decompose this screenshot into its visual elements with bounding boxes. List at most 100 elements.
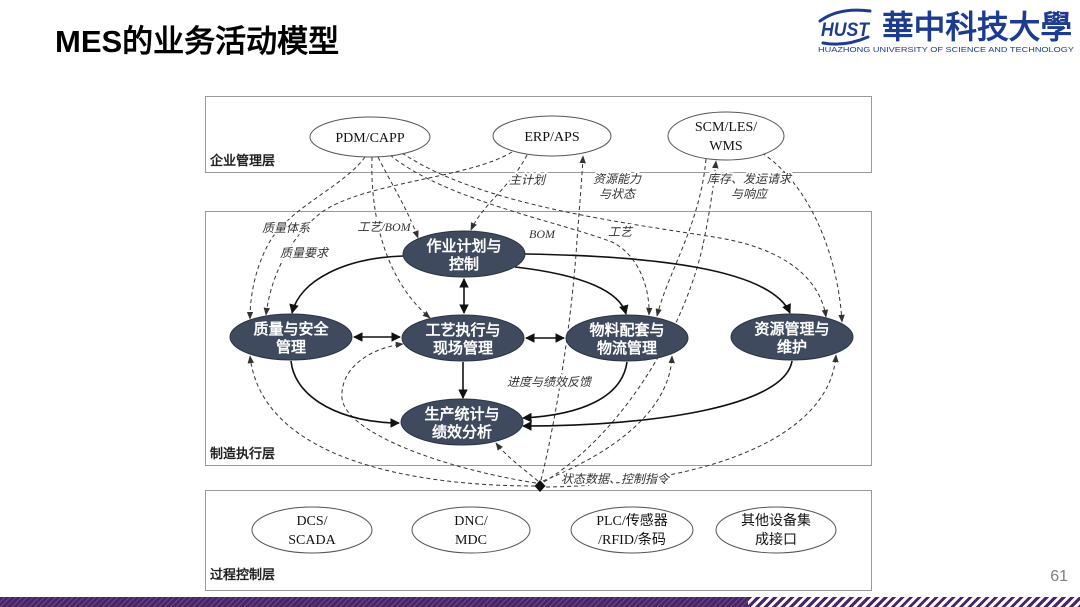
activity-node-label-line2: 管理 <box>276 338 306 356</box>
activity-node-statistics-performance: 生产统计与 绩效分析 <box>400 398 524 446</box>
flow-label-process-bom: 工艺/BOM <box>357 220 411 234</box>
system-node-erp-aps: ERP/APS <box>492 115 612 157</box>
system-node-other-device-interface: 其他设备集 成接口 <box>715 506 837 554</box>
emblem-swoosh-top <box>818 8 872 23</box>
activity-node-label-line2: 维护 <box>777 338 807 356</box>
flow-label-bom: BOM <box>529 227 556 241</box>
flow-label-progress-feedback: 进度与绩效反馈 <box>507 375 593 389</box>
flow-junction-to-quality <box>247 355 536 487</box>
flow-erp-quality-requirements <box>263 151 513 316</box>
flow-erp-master-plan <box>470 154 528 231</box>
activity-node-shape <box>730 313 854 361</box>
flow-pdm-process-bom <box>377 156 419 239</box>
activity-node-label-line1: 资源管理与 <box>754 320 829 338</box>
page-number: 61 <box>1050 568 1068 585</box>
activity-node-label-line2: 现场管理 <box>433 339 493 357</box>
junction-diamond <box>534 480 546 492</box>
activity-node-material-logistics: 物料配套与 物流管理 <box>565 314 689 362</box>
system-node-shape <box>492 115 612 157</box>
flow-label-quality-system: 质量体系 <box>262 221 311 235</box>
arrow-quality-to-statistics <box>290 360 400 428</box>
flow-pdm-bom-to-material <box>389 154 653 316</box>
system-node-label-line1: 其他设备集 <box>741 512 811 529</box>
footer-band-solid <box>0 597 748 607</box>
activity-node-label-line2: 控制 <box>449 255 479 273</box>
activity-node-quality-safety: 质量与安全 管理 <box>229 313 353 361</box>
flow-label-quality-requirements: 质量要求 <box>280 246 330 260</box>
arrow-plan-to-quality <box>289 255 404 314</box>
activity-node-label-line2: 绩效分析 <box>432 423 492 441</box>
flow-label-resource-capacity-line2: 与状态 <box>599 187 637 201</box>
enterprise-layer-frame <box>205 96 872 173</box>
execution-layer-frame <box>205 211 872 466</box>
system-node-label-line2: SCADA <box>288 533 336 548</box>
system-node-label-line1: PLC/传感器 <box>596 512 668 529</box>
university-logo: HUST 華中科技大學 HUAZHONG UNIVERSITY OF SCIEN… <box>818 8 1074 54</box>
university-english-name: HUAZHONG UNIVERSITY OF SCIENCE AND TECHN… <box>818 45 1074 54</box>
arrow-material-to-statistics <box>522 361 628 423</box>
flow-pdm-to-process-execution <box>371 156 431 319</box>
flow-label-process: 工艺 <box>608 225 634 239</box>
system-node-label-line1: DNC/ <box>454 514 488 529</box>
flow-label-master-plan: 主计划 <box>509 173 547 187</box>
flow-label-inventory-shipping-line1: 库存、发运请求 <box>707 172 793 186</box>
system-node-shape <box>309 116 431 158</box>
footer-band <box>0 597 1080 607</box>
control-layer-frame <box>205 490 872 591</box>
system-node-label-line1: DCS/ <box>296 514 327 529</box>
activity-node-resource-maintenance: 资源管理与 维护 <box>730 313 854 361</box>
activity-node-shape <box>229 313 353 361</box>
flow-scm-to-resource <box>761 152 845 323</box>
system-node-label-line2: MDC <box>455 533 487 548</box>
activity-node-shape <box>400 398 524 446</box>
flow-label-inventory-shipping-line2: 与响应 <box>731 187 769 201</box>
system-node-label: PDM/CAPP <box>335 131 404 146</box>
system-node-dcs-scada: DCS/ SCADA <box>251 506 373 554</box>
flow-pdm-process-to-resource <box>401 152 829 318</box>
system-node-label-line2: WMS <box>709 139 742 154</box>
flow-pdm-quality-system <box>246 156 366 320</box>
hust-emblem-icon: HUST <box>818 8 872 46</box>
system-node-shape <box>715 506 837 554</box>
system-node-shape <box>570 506 694 554</box>
flow-label-status-control: 状态数据、控制指令 <box>561 472 671 486</box>
system-node-label-line1: SCM/LES/ <box>695 120 757 135</box>
system-node-label: ERP/APS <box>524 130 579 145</box>
activity-node-shape <box>565 314 689 362</box>
university-chinese-name: 華中科技大學 <box>882 8 1072 46</box>
footer-band-hatched <box>748 597 1080 607</box>
enterprise-layer-label: 企业管理层 <box>209 153 275 168</box>
execution-layer-label: 制造执行层 <box>210 446 275 461</box>
activity-node-shape <box>402 230 526 278</box>
system-node-label-line2: /RFID/条码 <box>598 531 666 548</box>
system-node-plc-sensor-rfid: PLC/传感器 /RFID/条码 <box>570 506 694 554</box>
emblem-letters: HUST <box>821 20 870 41</box>
control-layer-label: 过程控制层 <box>210 567 275 582</box>
flow-junction-to-statistics <box>495 442 539 482</box>
flow-junction-to-process <box>341 341 537 484</box>
emblem-swoosh-bottom <box>821 35 870 46</box>
activity-node-planning-control: 作业计划与 控制 <box>402 230 526 278</box>
arrow-plan-to-resource <box>524 253 791 314</box>
activity-node-label-line1: 工艺执行与 <box>425 321 500 339</box>
activity-node-label-line1: 质量与安全 <box>253 320 329 338</box>
activity-node-label-line1: 生产统计与 <box>424 405 499 423</box>
activity-node-process-execution: 工艺执行与 现场管理 <box>401 314 525 362</box>
system-node-shape <box>411 506 531 554</box>
arrow-resource-to-statistics <box>522 360 793 431</box>
flow-junction-to-material <box>542 355 675 482</box>
system-node-scm-les-wms: SCM/LES/ WMS <box>667 111 785 161</box>
system-node-dnc-mdc: DNC/ MDC <box>411 506 531 554</box>
flow-junction-to-erp <box>540 155 586 481</box>
flow-scm-to-material <box>655 158 707 317</box>
arrow-plan-to-material <box>514 266 629 315</box>
activity-node-label-line1: 作业计划与 <box>426 237 501 255</box>
slide-title: MES的业务活动模型 <box>55 24 340 59</box>
system-node-shape <box>667 111 785 161</box>
system-node-label-line2: 成接口 <box>755 531 797 548</box>
activity-node-shape <box>401 314 525 362</box>
flow-junction-to-resource <box>545 354 839 488</box>
flow-junction-to-scm <box>543 160 719 483</box>
system-node-shape <box>251 506 373 554</box>
